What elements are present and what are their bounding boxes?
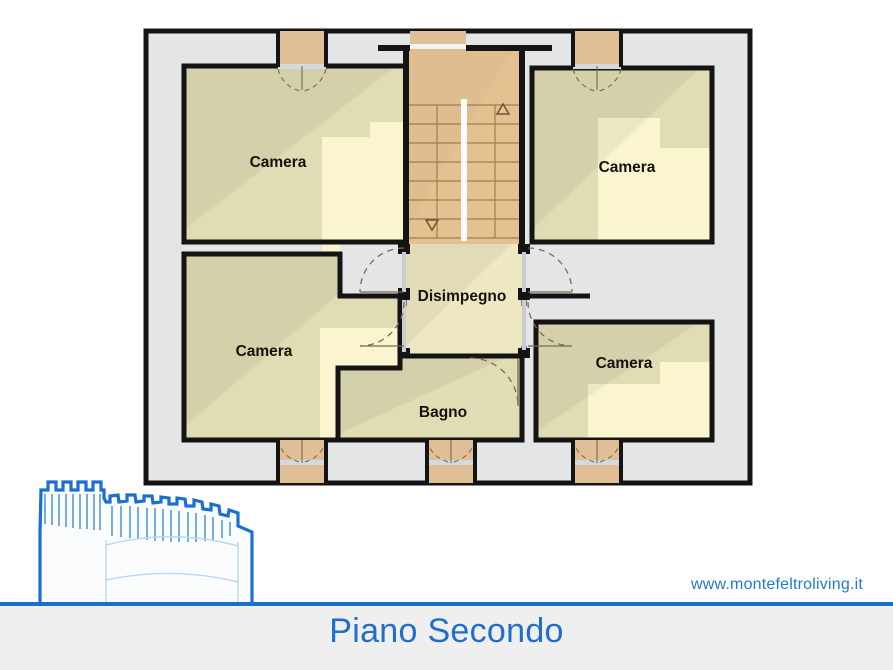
openings xyxy=(276,31,623,483)
bagno xyxy=(335,353,525,443)
door-swing-arcs xyxy=(359,247,573,407)
room-labels: Camera Camera Camera Camera Disimpegno B… xyxy=(236,154,656,421)
staircase xyxy=(378,45,552,244)
footer-bar xyxy=(0,606,893,670)
door-jambs xyxy=(398,244,530,358)
disimpegno xyxy=(404,240,524,356)
window-top-right xyxy=(571,31,623,92)
room-label-bagno: Bagno xyxy=(419,404,467,421)
room-label-camera-top-left: Camera xyxy=(250,154,307,171)
camera-top-right xyxy=(529,65,715,245)
camera-bottom-right xyxy=(533,319,715,443)
footer-divider xyxy=(0,602,893,606)
page-title: Piano Secondo xyxy=(329,612,564,650)
window-top-left xyxy=(276,31,328,92)
door-stair-top xyxy=(410,31,466,49)
room-label-camera-top-right: Camera xyxy=(599,159,656,176)
bastion-merlon-ticks xyxy=(111,506,231,542)
wall-banding xyxy=(105,536,239,610)
website-url[interactable]: www.montefeltroliving.it xyxy=(691,576,863,593)
window-bottom-right xyxy=(571,439,623,483)
stair-railing xyxy=(461,99,467,241)
room-label-camera-bottom-left: Camera xyxy=(236,343,293,360)
tower-merlon-ticks xyxy=(44,494,101,530)
montefeltro-fortress-logo xyxy=(0,480,300,612)
camera-top-left xyxy=(181,63,415,245)
up-arrow-marker xyxy=(495,102,511,115)
floorplan-drawing: Camera Camera Camera Camera Disimpegno B… xyxy=(143,28,753,486)
window-bottom-mid xyxy=(425,439,477,483)
down-arrow-marker xyxy=(424,219,440,232)
room-label-disimpegno: Disimpegno xyxy=(418,288,507,305)
room-label-camera-bottom-right: Camera xyxy=(596,355,653,372)
rooms xyxy=(181,63,715,443)
outer-wall-outline xyxy=(143,28,753,486)
window-bottom-left xyxy=(276,439,328,483)
partition-glazing xyxy=(402,252,526,352)
